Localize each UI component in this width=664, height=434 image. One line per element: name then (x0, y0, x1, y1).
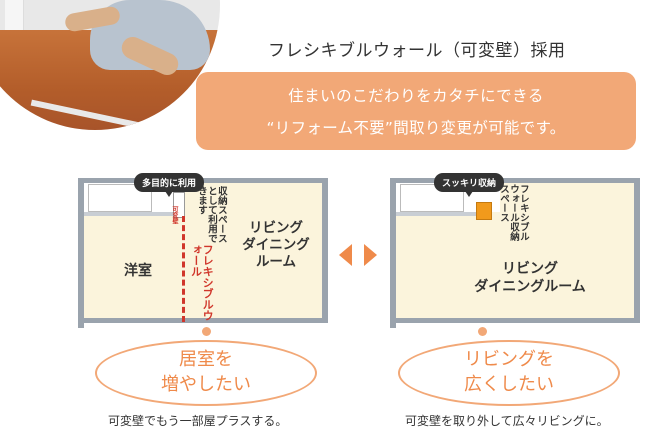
right-wall-bottom (390, 318, 640, 323)
left-wall-left (78, 178, 84, 328)
right-badge: スッキリ収納 (434, 173, 505, 197)
right-bubble-line-2: 広くしたい (464, 374, 554, 395)
right-upper-area (500, 180, 636, 216)
right-room-living-2: ダイニングルーム (474, 279, 586, 295)
left-storage-text: 収納スペースとして利用できます (195, 186, 227, 243)
banner-line-1: 住まいのこだわりをカタチにできる (288, 87, 544, 105)
left-room-living-1: リビング (249, 220, 303, 236)
left-room-living-2: ダイニング (242, 237, 310, 253)
feature-banner: 住まいのこだわりをカタチにできる “リフォーム不要”間取り変更が可能です。 (196, 72, 636, 150)
left-caption: 可変壁でもう一部屋プラスする。 (108, 414, 288, 428)
left-small-label: 可変壁 (171, 206, 178, 224)
left-goal-bubble: 居室を 増やしたい (95, 340, 317, 406)
right-caption: 可変壁を取り外して広々リビングに。 (405, 414, 609, 428)
photo-renovation (0, 0, 220, 130)
left-pointer-dot (202, 327, 211, 336)
left-living-area (182, 180, 324, 318)
left-bubble-line-1: 居室を (179, 349, 233, 370)
right-wall-left (390, 178, 396, 328)
right-pointer-dot (478, 327, 487, 336)
right-wall-inner (396, 212, 480, 216)
right-floor-plan: フレキシブルウォール収納スペース リビング ダイニングルーム (390, 178, 642, 338)
double-arrow-icon-right (364, 244, 377, 266)
left-floor-plan: 可変壁 収納スペースとして利用できます フレキシブルウォール 洋室 リビング ダ… (78, 178, 330, 338)
left-room-western: 洋室 (124, 263, 152, 279)
left-badge: 多目的に利用 (134, 173, 205, 197)
left-room-living-3: ルーム (255, 254, 297, 270)
right-bubble-line-1: リビングを (464, 349, 554, 370)
right-storage-text: フレキシブルウォール収納スペース (497, 184, 529, 241)
right-wall-top (390, 178, 638, 183)
page-title: フレシキブルウォール（可変壁）採用 (268, 41, 566, 61)
right-living-area (396, 212, 636, 318)
left-flexible-wall-label: フレキシブルウォール (189, 244, 215, 321)
left-wall-right (322, 178, 328, 318)
right-room-living-1: リビング (502, 261, 558, 277)
right-storage-box (476, 202, 492, 220)
banner-line-2: “リフォーム不要”間取り変更が可能です。 (266, 119, 566, 137)
left-wall-inner (84, 212, 182, 216)
left-wall-bottom (78, 318, 328, 323)
right-wall-right (634, 178, 640, 318)
left-flexible-wall-line (182, 216, 185, 322)
left-western-room (84, 214, 182, 320)
left-bubble-line-2: 増やしたい (161, 374, 251, 395)
double-arrow-icon-left (339, 244, 352, 266)
left-storage (173, 192, 185, 218)
right-goal-bubble: リビングを 広くしたい (398, 340, 620, 406)
